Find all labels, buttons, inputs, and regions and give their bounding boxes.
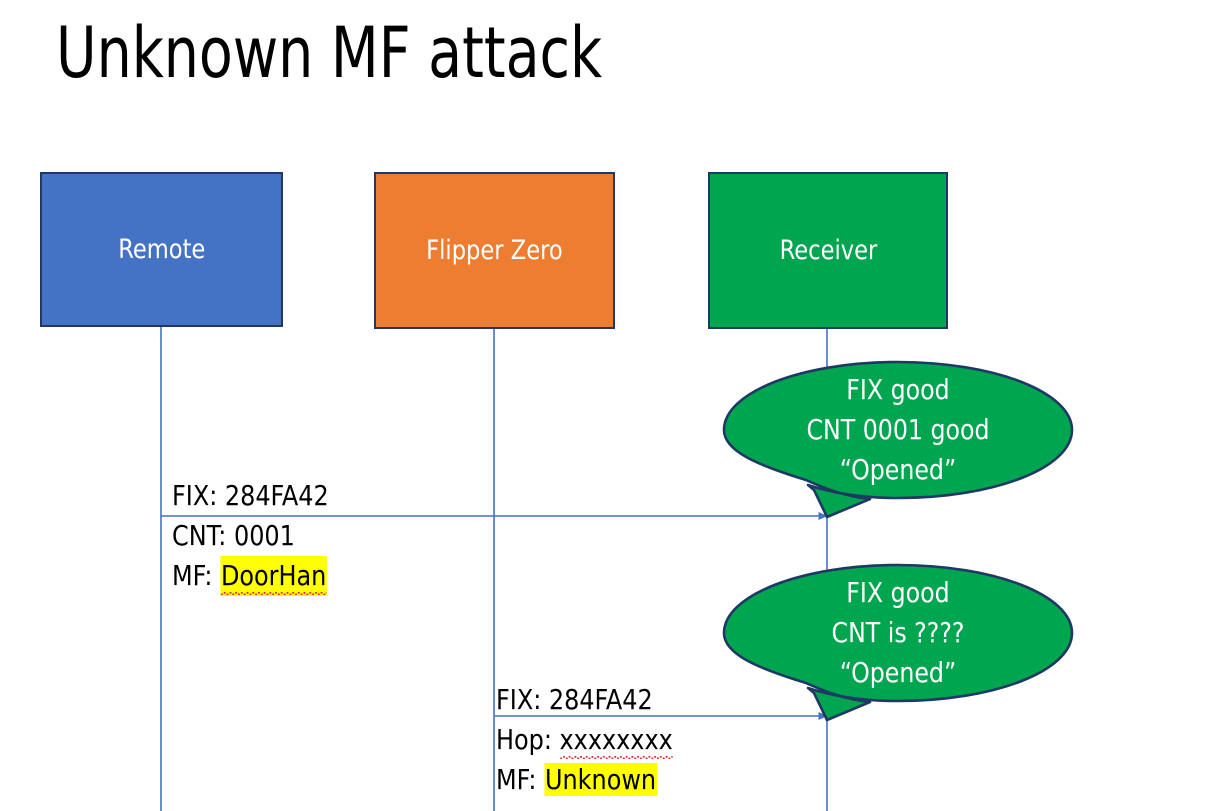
bubble-line: CNT 0001 good	[806, 413, 990, 446]
bubble-shape-unknown	[722, 563, 1074, 722]
bubble-shape-good	[722, 360, 1074, 519]
speech-bubble-unknown: FIX good CNT is ???? “Opened”	[722, 563, 1074, 725]
bubble-line: CNT is ????	[831, 616, 965, 649]
bubble-text-unknown: FIX good CNT is ???? “Opened”	[722, 573, 1074, 693]
message-label-flipper-to-receiver: FIX: 284FA42 Hop: xxxxxxxx MF: Unknown	[496, 680, 682, 800]
page-title: Unknown MF attack	[56, 12, 603, 94]
bubble-line: FIX good	[846, 373, 950, 406]
message-line-value-highlighted: Unknown	[544, 763, 658, 796]
message-line-label: Hop:	[496, 723, 552, 756]
message-label-remote-to-receiver: FIX: 284FA42 CNT: 0001 MF: DoorHan	[172, 476, 337, 596]
message-line: Hop: xxxxxxxx	[496, 720, 673, 760]
bubble-line: “Opened”	[839, 656, 957, 689]
message-line-label: MF:	[496, 763, 537, 796]
message-line-value: 284FA42	[548, 683, 653, 716]
message-line: FIX: 284FA42	[172, 476, 329, 516]
message-line-value: 284FA42	[224, 479, 329, 512]
bubble-line: FIX good	[846, 576, 950, 609]
speech-bubble-good: FIX good CNT 0001 good “Opened”	[722, 360, 1074, 522]
message-line-label: CNT:	[172, 519, 227, 552]
actor-box-remote[interactable]: Remote	[40, 172, 283, 327]
bubble-line: “Opened”	[839, 453, 957, 486]
actor-label-flipper: Flipper Zero	[426, 235, 563, 266]
message-line-label: FIX:	[172, 479, 218, 512]
message-line: CNT: 0001	[172, 516, 329, 556]
actor-box-receiver[interactable]: Receiver	[708, 172, 948, 329]
message-line-value: 0001	[233, 519, 295, 552]
message-line-value: xxxxxxxx	[559, 720, 673, 760]
message-line: FIX: 284FA42	[496, 680, 673, 720]
actor-label-remote: Remote	[117, 234, 206, 265]
message-line-label: MF:	[172, 559, 213, 592]
message-line-value-highlighted: DoorHan	[220, 556, 328, 596]
message-line: MF: Unknown	[496, 760, 673, 800]
message-line-label: FIX:	[496, 683, 542, 716]
bubble-text-good: FIX good CNT 0001 good “Opened”	[722, 370, 1074, 490]
actor-box-flipper[interactable]: Flipper Zero	[374, 172, 615, 329]
message-line: MF: DoorHan	[172, 556, 329, 596]
actor-label-receiver: Receiver	[779, 235, 877, 266]
